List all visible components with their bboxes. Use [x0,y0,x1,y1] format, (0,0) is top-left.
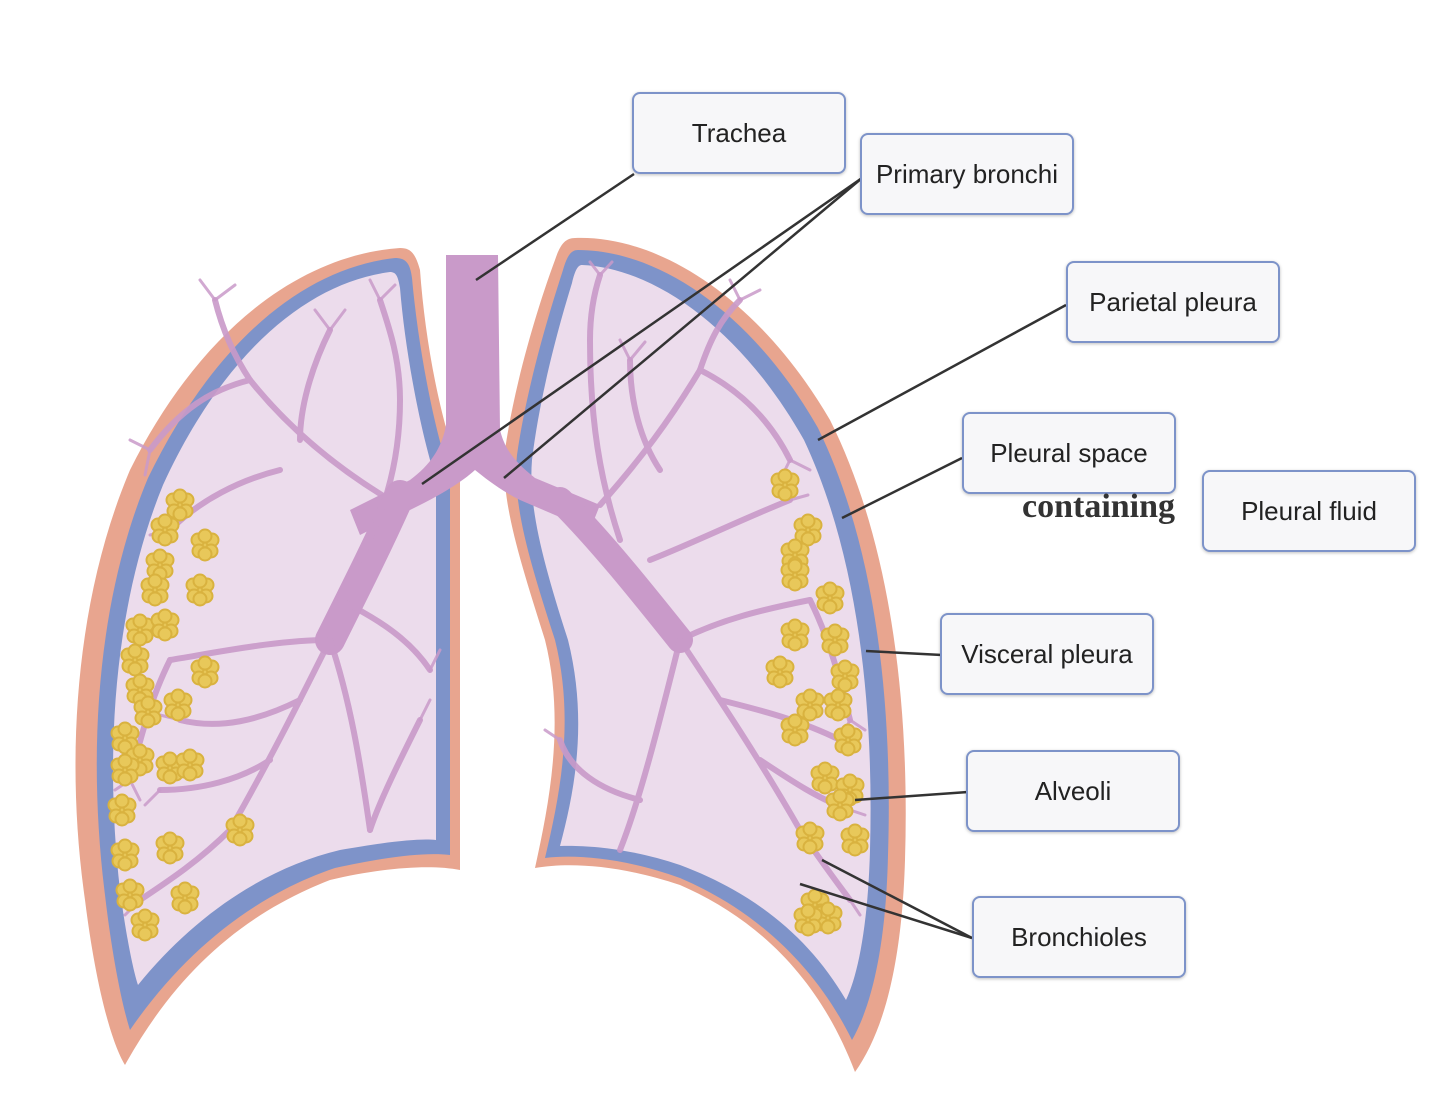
alveoli-cluster [155,751,185,785]
alveoli-cluster [190,655,220,689]
alveoli-cluster [780,713,810,747]
bronchioles-leader-upper [821,858,973,940]
alveoli-label: Alveoli [966,750,1180,832]
visceral-pleura-label: Visceral pleura [940,613,1154,695]
alveoli-cluster [815,581,845,615]
alveoli-leader [854,790,969,802]
airway-tree [315,255,693,655]
alveoli-cluster [150,513,180,547]
visceral-pleura-leader [865,649,943,657]
alveoli-cluster [125,613,155,647]
primary-bronchi-label: Primary bronchi [860,133,1074,215]
bronchioles-leader-lower [799,882,973,940]
pleural-space-leader [841,456,963,520]
alveoli-cluster [825,788,855,822]
leader-lines [421,172,1067,940]
primary-bronchi-leader-left [421,176,863,486]
alveoli-cluster [795,821,825,855]
alveoli-cluster [163,688,193,722]
alveoli-cluster [793,903,823,937]
trachea-leader [475,172,635,282]
alveoli-cluster [140,573,170,607]
alveoli-cluster [130,908,160,942]
bronchioles-branches [127,272,853,903]
alveoli-cluster [780,618,810,652]
alveoli-cluster [765,655,795,689]
alveoli-cluster [770,468,800,502]
alveoli-cluster [810,761,840,795]
alveoli-cluster [110,753,140,787]
alveoli-cluster [107,793,137,827]
trachea-label: Trachea [632,92,846,174]
alveoli-cluster [830,659,860,693]
alveoli-cluster [795,688,825,722]
alveoli-cluster [840,823,870,857]
alveoli-cluster [133,695,163,729]
alveoli-cluster [190,528,220,562]
trachea-shape [350,255,600,535]
left-lung-tissue [113,272,437,985]
alveoli-cluster [833,723,863,757]
primary-bronchi-leader-right [503,177,863,479]
alveoli-cluster [155,831,185,865]
pleural-fluid-label: Pleural fluid [1202,470,1416,552]
alveoli-cluster [185,573,215,607]
alveoli-cluster [175,748,205,782]
alveoli-cluster [150,608,180,642]
alveoli-cluster [780,558,810,592]
bronchioles-label: Bronchioles [972,896,1186,978]
alveoli-cluster [165,488,195,522]
alveoli-cluster [120,643,150,677]
pleural-space-label: Pleural space [962,412,1176,494]
alveoli-cluster [225,813,255,847]
alveoli-clusters [107,468,870,942]
alveoli-cluster [823,688,853,722]
alveoli-cluster [170,881,200,915]
containing-text: containing [1022,488,1176,525]
alveoli-cluster [115,878,145,912]
parietal-pleura-leader [817,303,1067,442]
parietal-pleura-label: Parietal pleura [1066,261,1280,343]
alveoli-cluster [820,623,850,657]
alveoli-cluster [110,838,140,872]
